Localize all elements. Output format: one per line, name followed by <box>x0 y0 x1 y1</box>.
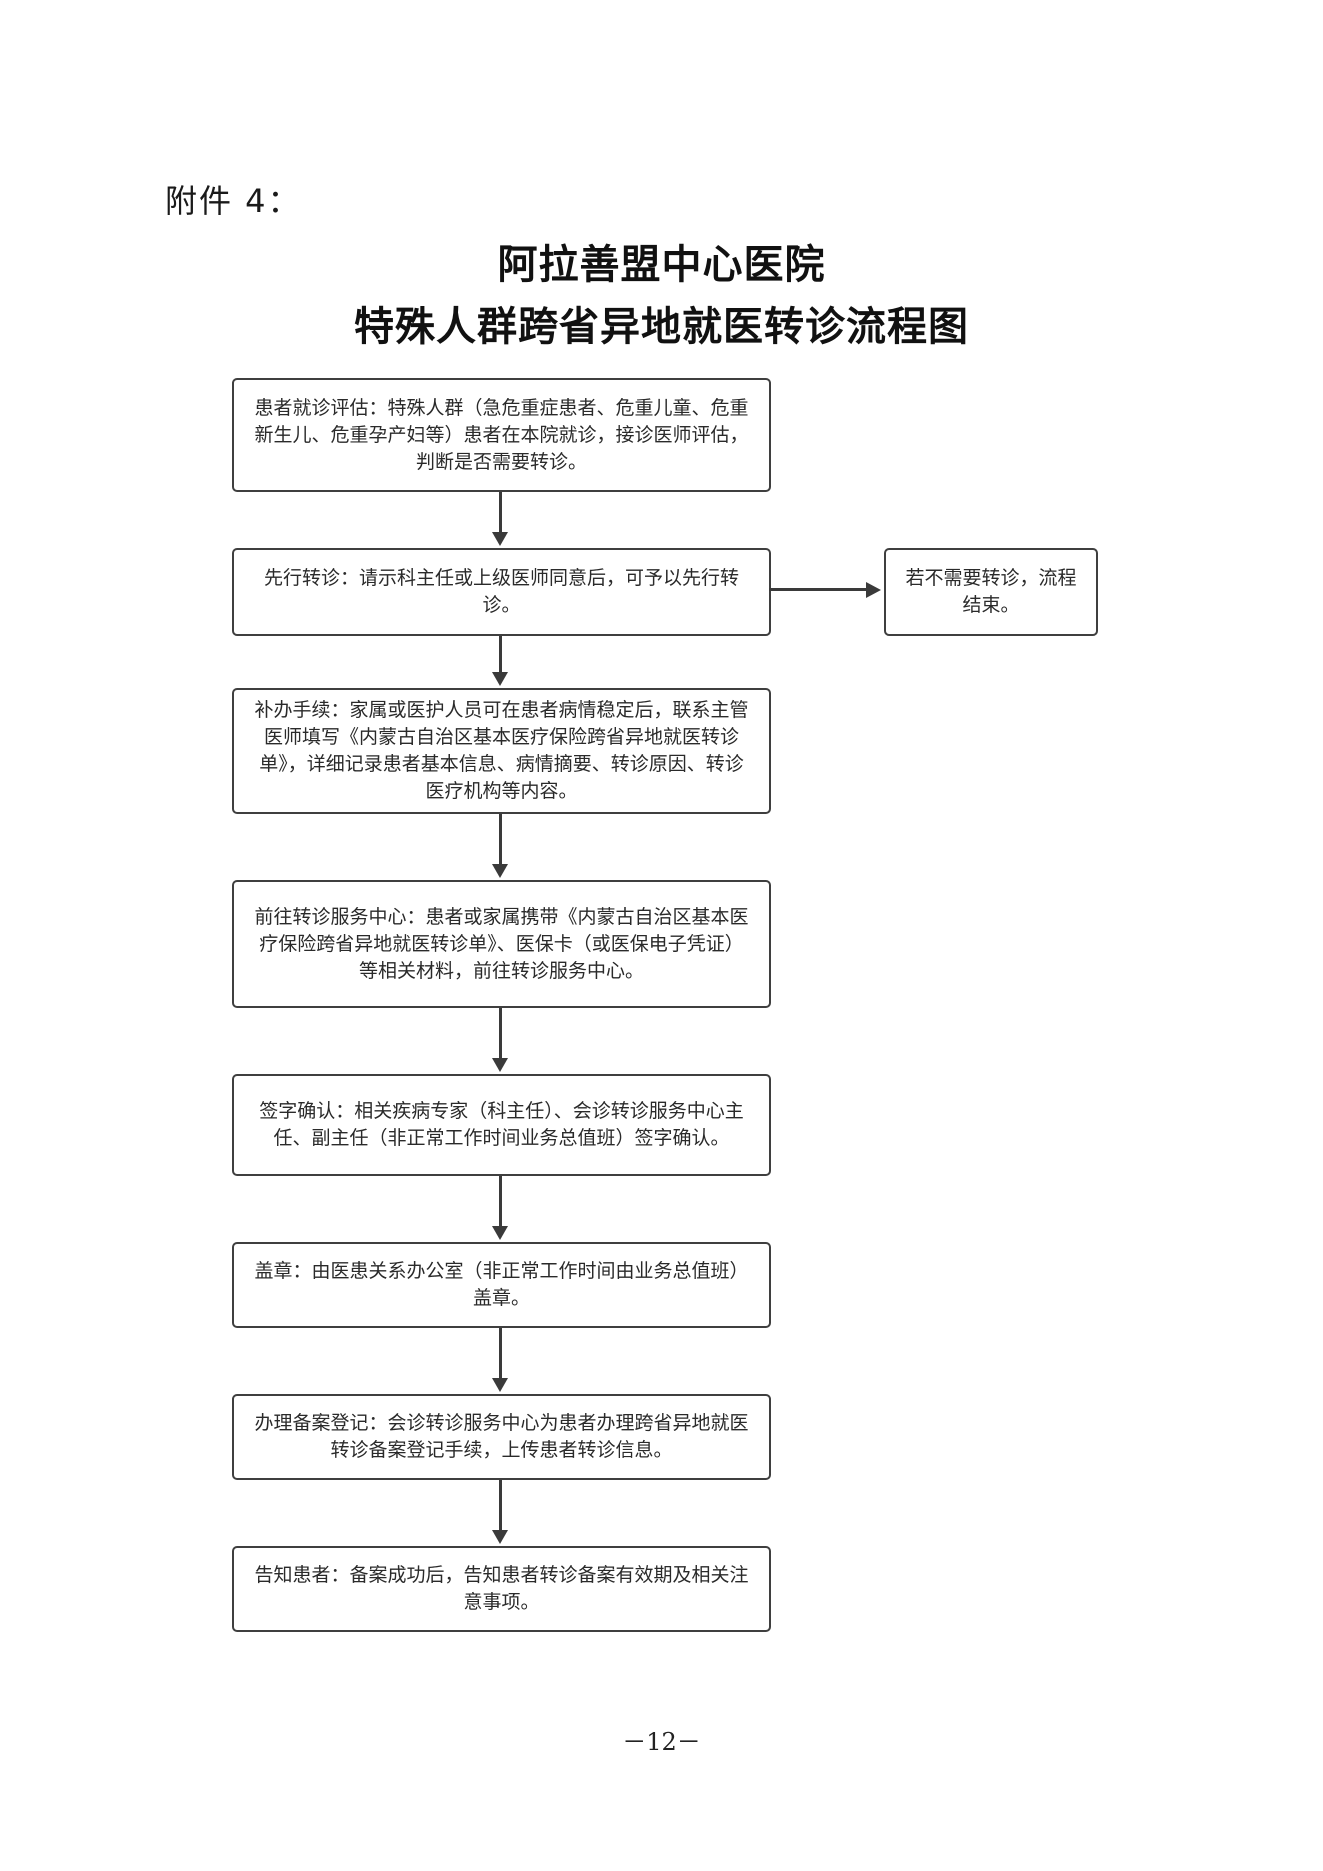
flowchart-step-service-center: 前往转诊服务中心：患者或家属携带《内蒙古自治区基本医疗保险跨省异地就医转诊单》、… <box>232 880 771 1008</box>
arrow-down-icon <box>492 864 508 878</box>
arrow-right-icon <box>866 582 881 598</box>
connector-line <box>769 588 869 591</box>
flowchart-step-assessment: 患者就诊评估：特殊人群（急危重症患者、危重儿童、危重新生儿、危重孕产妇等）患者在… <box>232 378 771 492</box>
step-text: 前往转诊服务中心：患者或家属携带《内蒙古自治区基本医疗保险跨省异地就医转诊单》、… <box>254 905 749 982</box>
step-text: 患者就诊评估：特殊人群（急危重症患者、危重儿童、危重新生儿、危重孕产妇等）患者在… <box>254 396 749 473</box>
flowchart-step-supplement-procedures: 补办手续：家属或医护人员可在患者病情稳定后，联系主管医师填写《内蒙古自治区基本医… <box>232 688 771 814</box>
flowchart-step-signature: 签字确认：相关疾病专家（科主任）、会诊转诊服务中心主任、副主任（非正常工作时间业… <box>232 1074 771 1176</box>
connector-line <box>499 636 502 674</box>
connector-line <box>499 1480 502 1532</box>
flowchart-step-notify-patient: 告知患者：备案成功后，告知患者转诊备案有效期及相关注意事项。 <box>232 1546 771 1632</box>
arrow-down-icon <box>492 672 508 686</box>
connector-line <box>499 492 502 534</box>
flowchart-branch-end: 若不需要转诊，流程结束。 <box>884 548 1098 636</box>
connector-line <box>499 1176 502 1228</box>
step-text: 盖章：由医患关系办公室（非正常工作时间由业务总值班）盖章。 <box>254 1260 749 1309</box>
step-text: 告知患者：备案成功后，告知患者转诊备案有效期及相关注意事项。 <box>254 1564 749 1613</box>
document-subtitle: 特殊人群跨省异地就医转诊流程图 <box>354 303 969 350</box>
connector-line <box>499 814 502 866</box>
page-number: －12－ <box>622 1728 701 1756</box>
branch-text: 若不需要转诊，流程结束。 <box>905 567 1077 616</box>
arrow-down-icon <box>492 1058 508 1072</box>
step-text: 补办手续：家属或医护人员可在患者病情稳定后，联系主管医师填写《内蒙古自治区基本医… <box>254 699 749 802</box>
arrow-down-icon <box>492 532 508 546</box>
document-title: 阿拉善盟中心医院 <box>497 241 826 288</box>
arrow-down-icon <box>492 1378 508 1392</box>
step-text: 签字确认：相关疾病专家（科主任）、会诊转诊服务中心主任、副主任（非正常工作时间业… <box>259 1100 744 1149</box>
step-text: 办理备案登记：会诊转诊服务中心为患者办理跨省异地就医转诊备案登记手续，上传患者转… <box>254 1412 749 1461</box>
connector-line <box>499 1008 502 1060</box>
flowchart-step-registration: 办理备案登记：会诊转诊服务中心为患者办理跨省异地就医转诊备案登记手续，上传患者转… <box>232 1394 771 1480</box>
attachment-label: 附件 4： <box>165 182 302 220</box>
flowchart-step-advance-referral: 先行转诊：请示科主任或上级医师同意后，可予以先行转诊。 <box>232 548 771 636</box>
step-text: 先行转诊：请示科主任或上级医师同意后，可予以先行转诊。 <box>263 567 739 616</box>
arrow-down-icon <box>492 1530 508 1544</box>
connector-line <box>499 1328 502 1380</box>
flowchart-step-stamp: 盖章：由医患关系办公室（非正常工作时间由业务总值班）盖章。 <box>232 1242 771 1328</box>
arrow-down-icon <box>492 1226 508 1240</box>
